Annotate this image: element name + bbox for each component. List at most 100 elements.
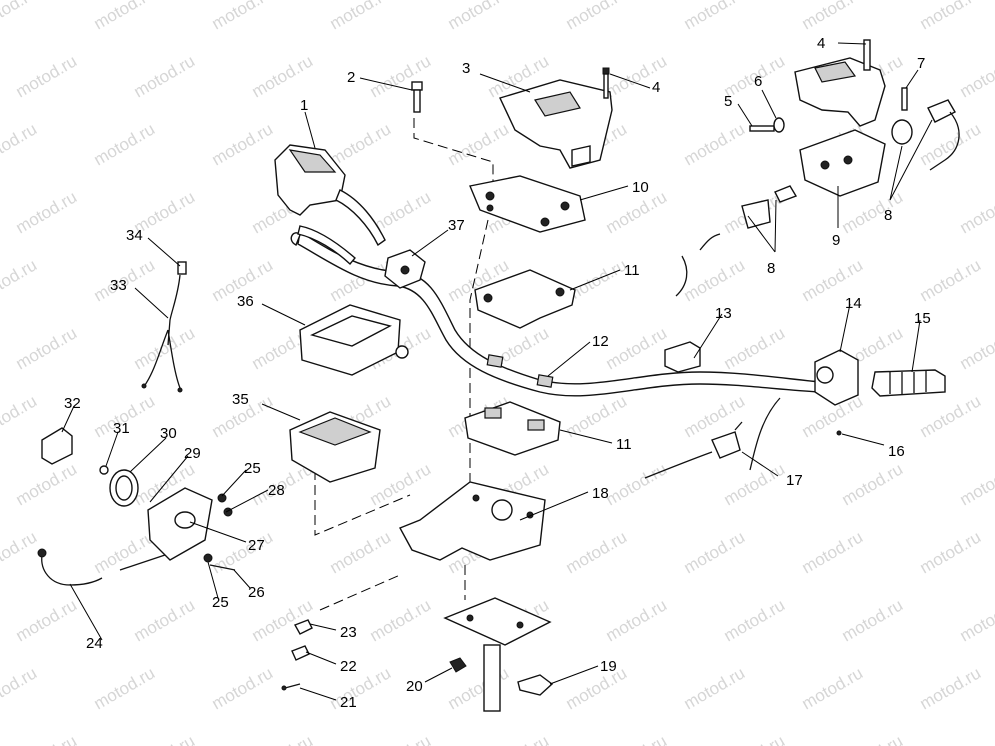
callout-18: 18: [592, 485, 609, 502]
speedometer-cable: [141, 261, 187, 393]
watermark-text: motod.ru: [721, 731, 789, 746]
watermark-text: motod.ru: [91, 663, 159, 713]
callout-9: 9: [832, 232, 840, 249]
watermark-text: motod.ru: [327, 527, 395, 577]
watermark-text: motod.ru: [445, 663, 513, 713]
watermark-text: motod.ru: [131, 51, 199, 101]
steering-post: [443, 597, 554, 712]
leader-lines: [61, 42, 933, 701]
callout-36: 36: [237, 293, 254, 310]
watermark-text: motod.ru: [563, 391, 631, 441]
callout-labels: 1 2 3 4 4 5 6 7 8 8 9 10 11 11 12 13 14 …: [64, 35, 931, 711]
watermark-text: motod.ru: [445, 119, 513, 169]
callout-11b: 11: [616, 436, 632, 453]
callout-4b: 4: [817, 35, 825, 52]
speedometer-housing: [289, 411, 381, 483]
callout-33: 33: [110, 277, 127, 294]
screw: [602, 67, 610, 99]
watermark-text: motod.ru: [0, 527, 40, 577]
watermark-text: motod.ru: [603, 595, 671, 645]
watermark-text: motod.ru: [0, 663, 40, 713]
callout-25b: 25: [212, 594, 229, 611]
watermark-text: motod.ru: [327, 119, 395, 169]
callout-26: 26: [248, 584, 265, 601]
upper-clamp: [474, 269, 576, 329]
watermark-text: motod.ru: [681, 391, 749, 441]
watermark-text: motod.ru: [839, 187, 907, 237]
callout-16: 16: [888, 443, 905, 460]
watermark-text: motod.ru: [563, 663, 631, 713]
watermark-text: motod.ru: [799, 0, 867, 33]
throttle-assembly: [41, 427, 236, 571]
callout-20: 20: [406, 678, 423, 695]
watermark-text: motod.ru: [0, 0, 40, 33]
callout-19: 19: [600, 658, 617, 675]
watermark-text: motod.ru: [563, 527, 631, 577]
watermark-text: motod.ru: [957, 731, 995, 746]
callout-35: 35: [232, 391, 249, 408]
callout-2: 2: [347, 69, 355, 86]
watermark-text: motod.ru: [839, 595, 907, 645]
watermark-text: motod.ru: [327, 663, 395, 713]
watermark-text: motod.ru: [209, 663, 277, 713]
clamp: [384, 249, 426, 289]
watermark-text: motod.ru: [603, 459, 671, 509]
watermark-text: motod.ru: [13, 731, 81, 746]
watermark-text: motod.ru: [721, 595, 789, 645]
callout-14: 14: [845, 295, 862, 312]
watermark-text: motod.ru: [681, 0, 749, 33]
callout-34: 34: [126, 227, 143, 244]
watermark-text: motod.ru: [209, 119, 277, 169]
watermark-text: motod.ru: [957, 459, 995, 509]
watermark-text: motod.ru: [367, 51, 435, 101]
watermark-text: motod.ru: [91, 119, 159, 169]
callout-12: 12: [592, 333, 609, 350]
watermark-text: motod.ru: [917, 527, 985, 577]
watermark-text: motod.ru: [603, 323, 671, 373]
watermark-text: motod.ru: [367, 459, 435, 509]
callout-21: 21: [340, 694, 357, 711]
callout-4: 4: [652, 79, 660, 96]
callout-29: 29: [184, 445, 201, 462]
throttle-cable: [37, 548, 103, 586]
watermark-text: motod.ru: [249, 51, 317, 101]
callout-1: 1: [300, 97, 308, 114]
watermark-text: motod.ru: [799, 527, 867, 577]
callout-22: 22: [340, 658, 357, 675]
callout-30: 30: [160, 425, 177, 442]
callout-6: 6: [754, 73, 762, 90]
callout-28: 28: [268, 482, 285, 499]
watermark-text: motod.ru: [131, 323, 199, 373]
callout-37: 37: [448, 217, 465, 234]
handlebar-cover: [499, 79, 613, 169]
watermark-text: motod.ru: [13, 323, 81, 373]
watermark-text: motod.ru: [0, 255, 40, 305]
mounting-plate: [469, 175, 586, 233]
callout-5: 5: [724, 93, 732, 110]
callout-31: 31: [113, 420, 130, 437]
support-bracket: [399, 481, 546, 561]
watermark-text: motod.ru: [563, 0, 631, 33]
watermark-text: motod.ru: [917, 0, 985, 33]
watermark-text: motod.ru: [13, 459, 81, 509]
callout-27: 27: [248, 537, 265, 554]
callout-8b: 8: [767, 260, 775, 277]
watermark-text: motod.ru: [957, 51, 995, 101]
watermark-text: motod.ru: [681, 663, 749, 713]
watermark-text: motod.ru: [957, 323, 995, 373]
watermark-text: motod.ru: [209, 527, 277, 577]
callout-15: 15: [914, 310, 931, 327]
bolt: [411, 81, 423, 113]
callout-24: 24: [86, 635, 103, 652]
watermark-text: motod.ru: [917, 255, 985, 305]
watermark-text: motod.ru: [799, 663, 867, 713]
watermark-text: motod.ru: [839, 459, 907, 509]
callout-8: 8: [884, 207, 892, 224]
watermark-text: motod.ru: [603, 731, 671, 746]
watermark-text: motod.ru: [13, 595, 81, 645]
watermark-text: motod.ru: [131, 595, 199, 645]
left-lever-assembly: [274, 144, 386, 266]
watermark-text: motod.ru: [721, 459, 789, 509]
callout-23: 23: [340, 624, 357, 641]
speedometer: [299, 304, 409, 376]
